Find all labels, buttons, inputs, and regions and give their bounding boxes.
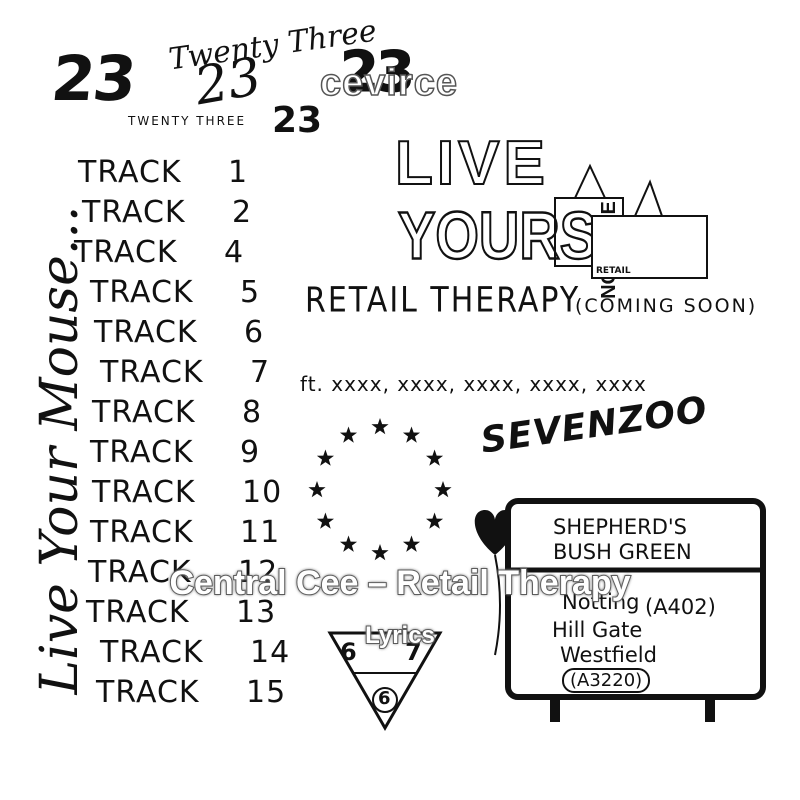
track-number: 1 bbox=[228, 155, 249, 190]
yours-text: YOURS bbox=[397, 196, 598, 274]
track-number: 8 bbox=[242, 395, 263, 430]
track-row: TRACK 14 bbox=[100, 635, 289, 670]
track-number: 7 bbox=[250, 355, 271, 390]
track-label: TRACK bbox=[92, 395, 196, 430]
track-label: TRACK bbox=[92, 475, 196, 510]
track-label: TRACK bbox=[88, 555, 192, 590]
track-number: 14 bbox=[250, 635, 291, 670]
star-icon bbox=[402, 535, 421, 552]
track-label: TRACK bbox=[100, 635, 204, 670]
track-row: TRACK 8 bbox=[92, 395, 261, 430]
track-number: 11 bbox=[240, 515, 281, 550]
watermark-subtitle: Lyrics bbox=[364, 621, 436, 650]
track-number: 9 bbox=[240, 435, 261, 470]
track-row: TRACK 12 bbox=[88, 555, 277, 590]
track-number: 15 bbox=[246, 675, 287, 710]
track-number: 4 bbox=[224, 235, 245, 270]
track-row: TRACK 5 bbox=[90, 275, 259, 310]
sign-line-notting: Notting bbox=[562, 590, 640, 614]
star-icon bbox=[371, 544, 389, 561]
live-text: LIVE bbox=[394, 128, 549, 199]
track-number: 13 bbox=[236, 595, 277, 630]
sign-line-a402: (A402) bbox=[645, 595, 716, 619]
track-label: TRACK bbox=[96, 675, 200, 710]
triangle-number-left: 6 bbox=[340, 638, 357, 666]
star-icon bbox=[371, 418, 389, 435]
features-text: ft. xxxx, xxxx, xxxx, xxxx, xxxx bbox=[300, 372, 647, 396]
track-number: 2 bbox=[232, 195, 253, 230]
small-23-graphic: 23 bbox=[272, 100, 323, 141]
star-icon bbox=[426, 512, 444, 529]
sign-line-hill-gate: Hill Gate bbox=[552, 618, 643, 642]
star-icon bbox=[402, 426, 421, 443]
track-label: TRACK bbox=[74, 235, 178, 270]
track-label: TRACK bbox=[90, 515, 194, 550]
sign-line-a3220: (A3220) bbox=[562, 668, 651, 693]
site-logo: cevirce bbox=[319, 61, 459, 105]
track-row: TRACK 11 bbox=[90, 515, 279, 550]
album-title: RETAIL THERAPY bbox=[305, 280, 581, 321]
track-number: 12 bbox=[238, 555, 279, 590]
sevenzoo-logo: SEVENZOO bbox=[478, 389, 711, 462]
triangle-number-bottom: 6 bbox=[378, 688, 391, 709]
watermark-title: Central Cee – Retail Therapy bbox=[168, 563, 631, 603]
coming-soon-text: (COMING SOON) bbox=[575, 295, 758, 317]
star-icon bbox=[316, 512, 334, 529]
triangle-number-right: 7 bbox=[405, 638, 422, 666]
track-row: TRACK 13 bbox=[86, 595, 275, 630]
track-number: 10 bbox=[242, 475, 283, 510]
star-icon bbox=[316, 449, 334, 466]
big-23-graphic: 23 bbox=[48, 42, 139, 115]
shopping-bags-icon bbox=[554, 163, 708, 279]
track-number: 6 bbox=[244, 315, 265, 350]
track-label: TRACK bbox=[94, 315, 198, 350]
track-row: TRACK 2 bbox=[82, 195, 251, 230]
sign-line-westfield: Westfield bbox=[560, 643, 657, 667]
track-label: TRACK bbox=[78, 155, 182, 190]
track-row: TRACK 10 bbox=[92, 475, 281, 510]
sign-line-shepherds: SHEPHERD'S bbox=[553, 515, 687, 539]
twenty-three-caption: TWENTY THREE bbox=[128, 114, 247, 128]
star-icon bbox=[426, 449, 444, 466]
road-sign-frame bbox=[505, 498, 766, 722]
track-row: TRACK 7 bbox=[100, 355, 269, 390]
track-label: TRACK bbox=[100, 355, 204, 390]
sign-line-bush-green: BUSH GREEN bbox=[553, 540, 692, 564]
track-row: TRACK 1 bbox=[78, 155, 247, 190]
track-label: TRACK bbox=[90, 275, 194, 310]
track-row: TRACK 4 bbox=[74, 235, 243, 270]
star-icon bbox=[339, 426, 358, 443]
star-circle-graphic bbox=[308, 418, 452, 561]
triangle-graphic bbox=[327, 631, 443, 731]
track-row: TRACK 9 bbox=[90, 435, 259, 470]
script-23: 23 bbox=[190, 46, 266, 118]
jersey-23-graphic: 23 bbox=[340, 40, 416, 106]
track-row: TRACK 15 bbox=[96, 675, 285, 710]
star-icon bbox=[308, 481, 326, 498]
track-row: TRACK 6 bbox=[94, 315, 263, 350]
track-label: TRACK bbox=[90, 435, 194, 470]
star-icon bbox=[434, 481, 452, 498]
track-label: TRACK bbox=[86, 595, 190, 630]
track-number: 5 bbox=[240, 275, 261, 310]
star-icon bbox=[339, 535, 358, 552]
bag-label: RETAIL bbox=[596, 266, 631, 276]
track-label: TRACK bbox=[82, 195, 186, 230]
